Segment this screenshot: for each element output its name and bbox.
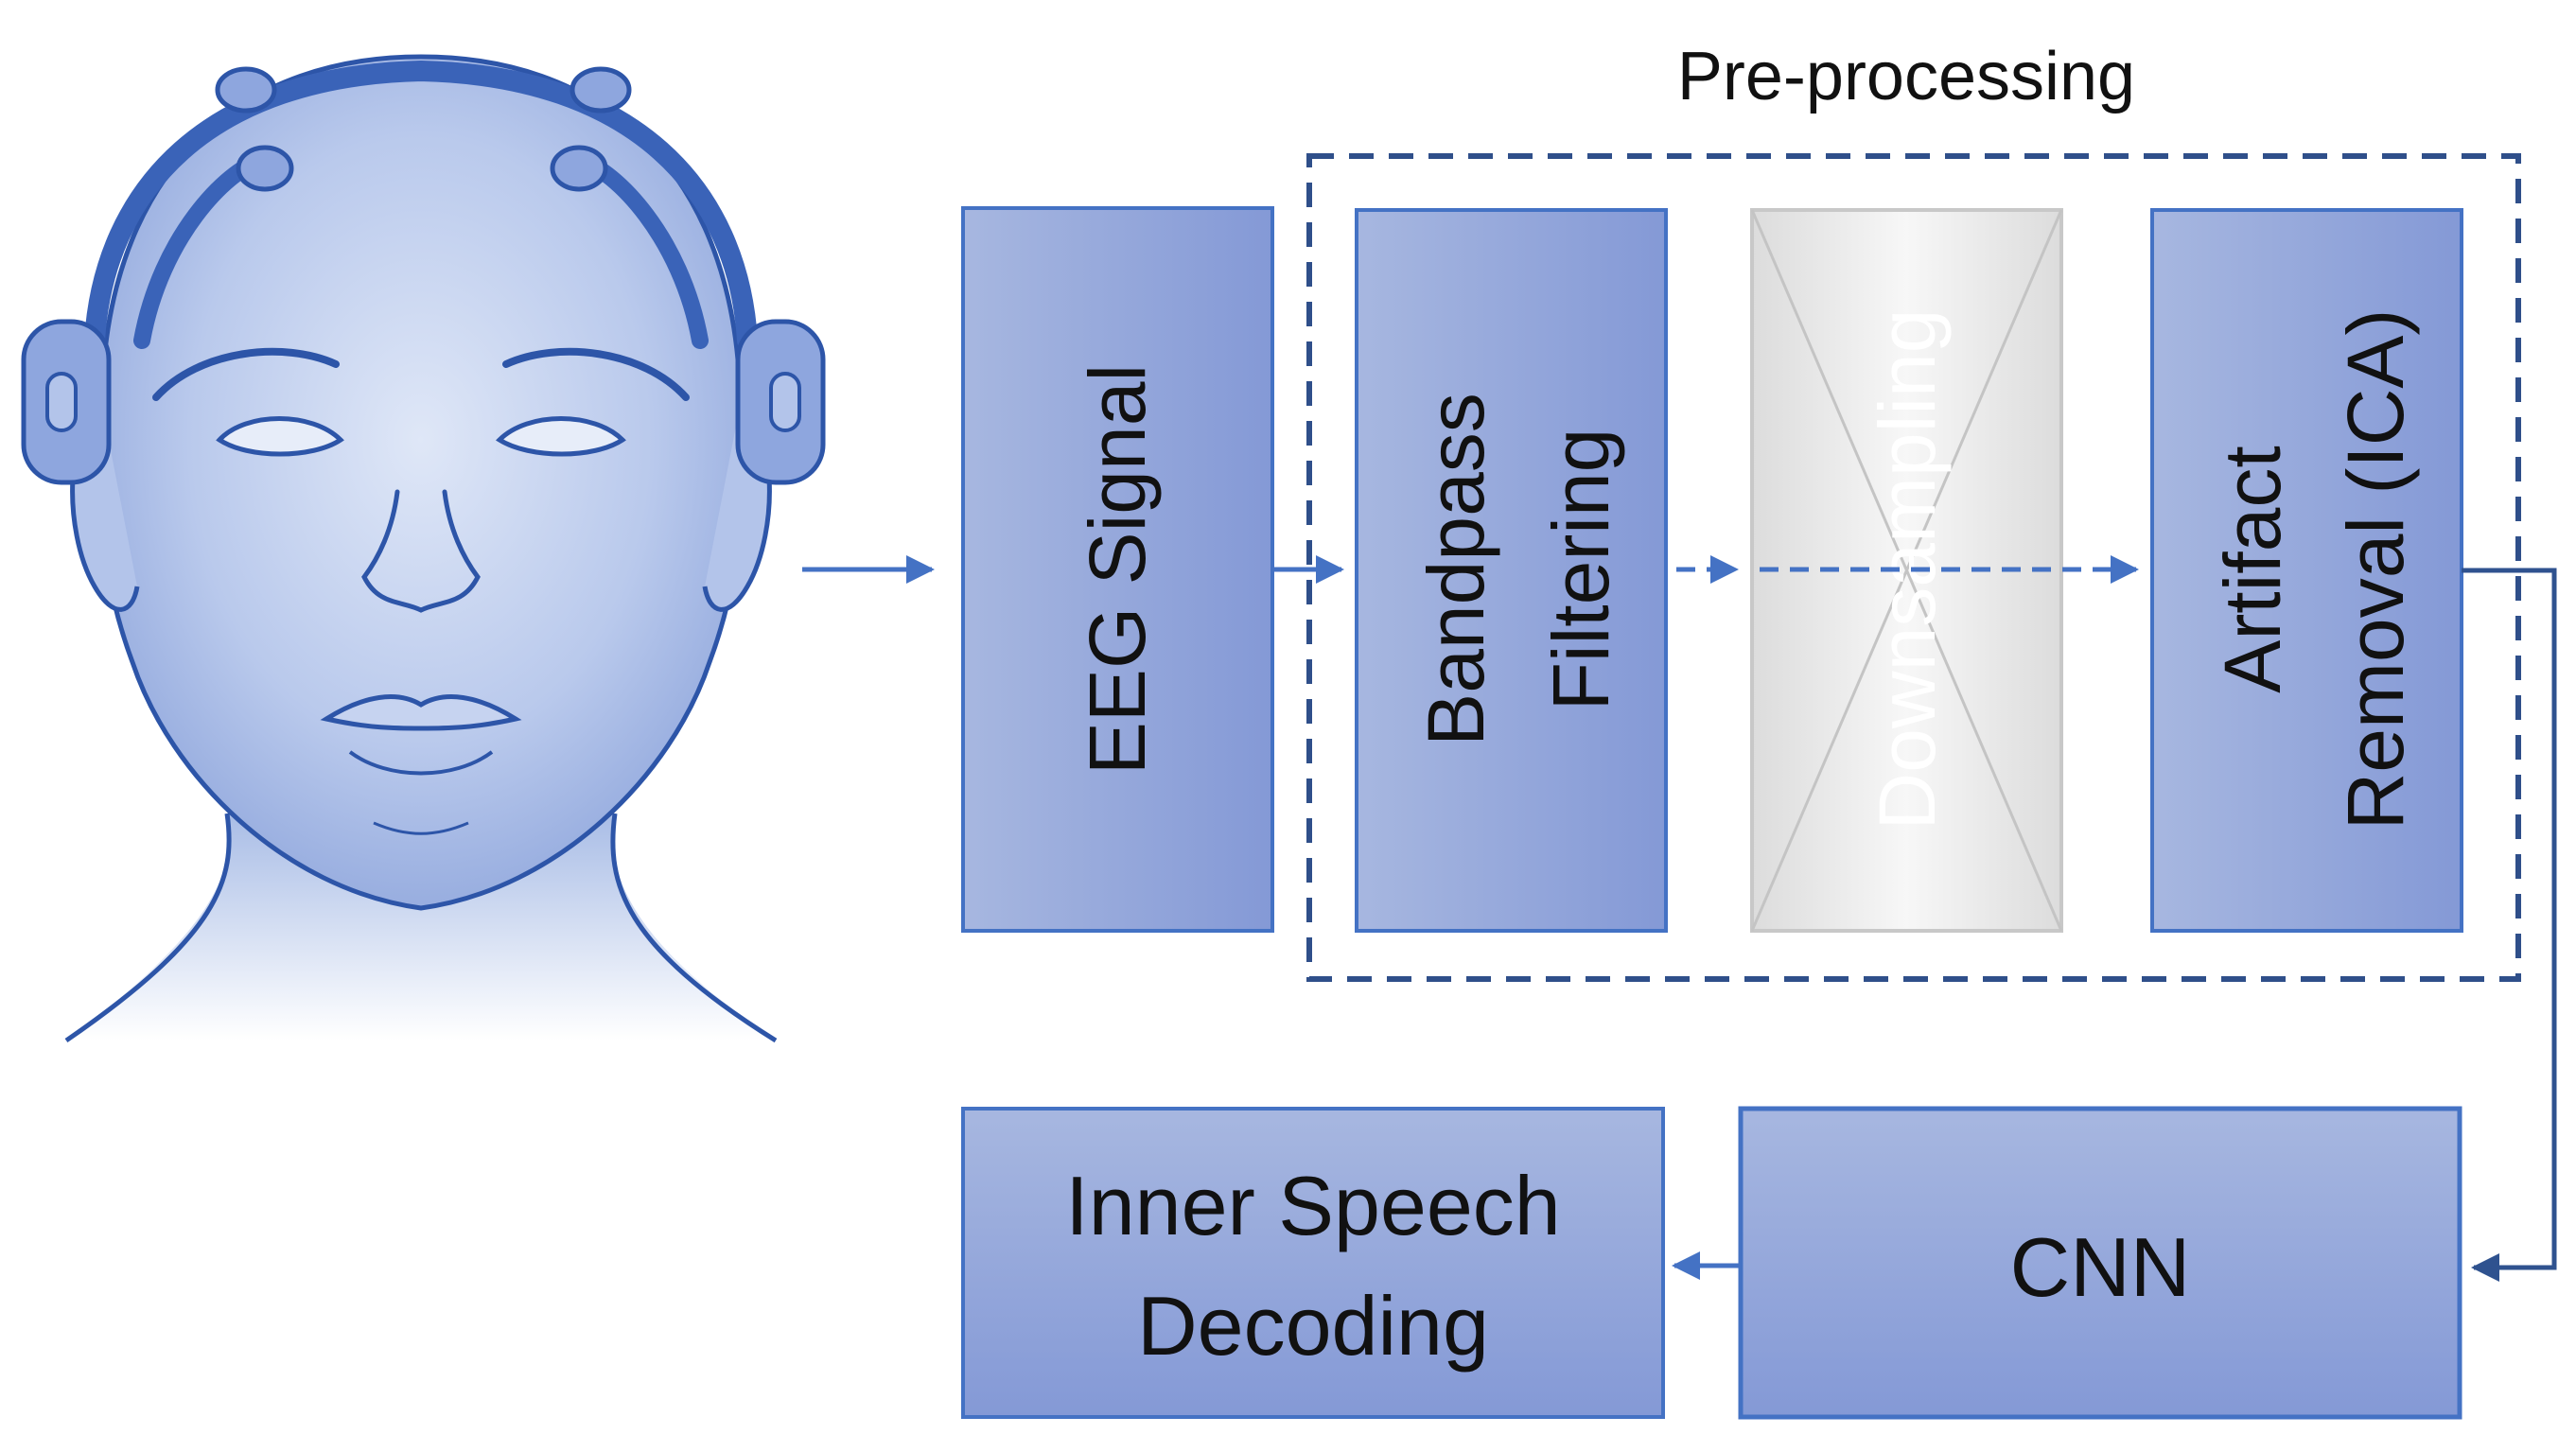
headset-band-outer <box>84 60 758 351</box>
earcup-right-inner <box>769 372 801 432</box>
lip-lower <box>348 750 494 776</box>
neck <box>66 813 776 1041</box>
artifact-removal-block: Artifact Removal (ICA) <box>2150 208 2463 933</box>
cnn-block: CNN <box>1738 1106 2462 1420</box>
eeg-signal-label: EEG Signal <box>1073 364 1162 775</box>
eye-left <box>216 416 344 457</box>
preprocessing-frame <box>1306 153 2521 982</box>
artifact-label-line2: Removal (ICA) <box>2331 309 2420 831</box>
nose <box>361 489 481 613</box>
bandpass-label-line1: Bandpass <box>1411 393 1500 746</box>
electrode-top-right <box>570 66 632 114</box>
head-illustration <box>21 54 826 1043</box>
eye-right <box>496 416 626 457</box>
artifact-label-line1: Artifact <box>2208 446 2297 692</box>
eyebrow-left <box>152 347 340 401</box>
bandpass-filtering-block: Bandpass Filtering <box>1355 208 1668 933</box>
lip-upper <box>320 694 522 731</box>
cross-line-2 <box>1750 209 2063 932</box>
decoding-label-line1: Inner Speech <box>1065 1159 1561 1252</box>
electrode-mid-left <box>236 145 294 192</box>
cnn-label: CNN <box>2010 1220 2191 1314</box>
downsampling-label: Downsampling <box>1863 309 1952 831</box>
chin <box>373 821 469 835</box>
preprocessing-title: Pre-processing <box>1677 39 2135 114</box>
inner-speech-decoding-block: Inner Speech Decoding <box>961 1107 1665 1419</box>
head-outline <box>96 54 746 911</box>
electrode-top-left <box>215 66 277 114</box>
arrow-artifact-to-cnn <box>2462 568 2557 1282</box>
neck-right-line <box>610 813 778 1043</box>
decoding-label-line2: Decoding <box>1137 1279 1489 1373</box>
eeg-signal-block: EEG Signal <box>961 206 1274 933</box>
electrode-mid-right <box>550 145 608 192</box>
eyebrow-right <box>502 347 690 401</box>
bandpass-label-line2: Filtering <box>1536 429 1625 711</box>
neck-left-line <box>64 813 232 1043</box>
earcup-left-inner <box>45 372 78 432</box>
